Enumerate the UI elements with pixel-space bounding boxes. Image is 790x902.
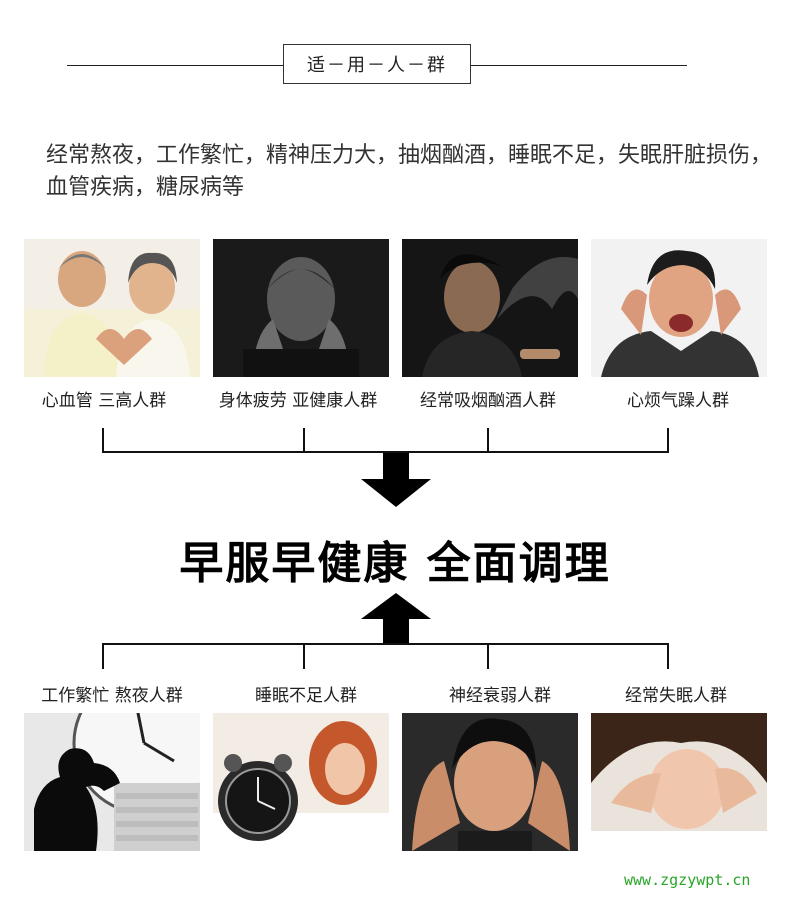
insomnia-woman-photo bbox=[591, 713, 767, 851]
photo-clock-silhouette bbox=[24, 713, 200, 851]
section-title: 适－用－人－群 bbox=[283, 44, 471, 84]
section-title-text: 适－用－人－群 bbox=[307, 55, 447, 76]
caption-top-2: 身体疲劳 亚健康人群 bbox=[218, 391, 378, 411]
photo-irritated-man bbox=[591, 239, 767, 377]
elderly-couple-heart-photo bbox=[24, 239, 200, 377]
intro-text: 经常熬夜，工作繁忙，精神压力大，抽烟酗酒，睡眠不足，失眠肝脏损伤，血管疾病，糖尿… bbox=[46, 143, 773, 200]
caption-bottom-3: 神经衰弱人群 bbox=[449, 686, 551, 706]
caption-top-3: 经常吸烟酗酒人群 bbox=[420, 391, 556, 411]
photo-smoking-man bbox=[402, 239, 578, 377]
caption-bottom-4: 经常失眠人群 bbox=[625, 686, 727, 706]
irritated-man-photo bbox=[591, 239, 767, 377]
alarm-clock-woman-photo bbox=[213, 713, 389, 851]
clock-silhouette-photo bbox=[24, 713, 200, 851]
tired-man-photo bbox=[213, 239, 389, 377]
photo-insomnia-woman bbox=[591, 713, 767, 851]
smoking-man-photo bbox=[402, 239, 578, 377]
arrow-up-icon bbox=[361, 593, 431, 645]
photo-alarm-clock-woman bbox=[213, 713, 389, 851]
headache-man-photo bbox=[402, 713, 578, 851]
photo-headache-man bbox=[402, 713, 578, 851]
photo-elderly-couple bbox=[24, 239, 200, 377]
arrow-down-icon bbox=[361, 453, 431, 507]
caption-top-4: 心烦气躁人群 bbox=[627, 391, 729, 411]
header-line-left bbox=[67, 65, 283, 66]
caption-top-1: 心血管 三高人群 bbox=[41, 391, 167, 411]
caption-bottom-2: 睡眠不足人群 bbox=[255, 686, 357, 706]
header-line-right bbox=[471, 65, 687, 66]
photo-tired-man bbox=[213, 239, 389, 377]
watermark: www.zgzywpt.cn bbox=[624, 871, 751, 889]
slogan: 早服早健康 全面调理 bbox=[179, 538, 611, 589]
caption-bottom-1: 工作繁忙 熬夜人群 bbox=[41, 686, 183, 706]
